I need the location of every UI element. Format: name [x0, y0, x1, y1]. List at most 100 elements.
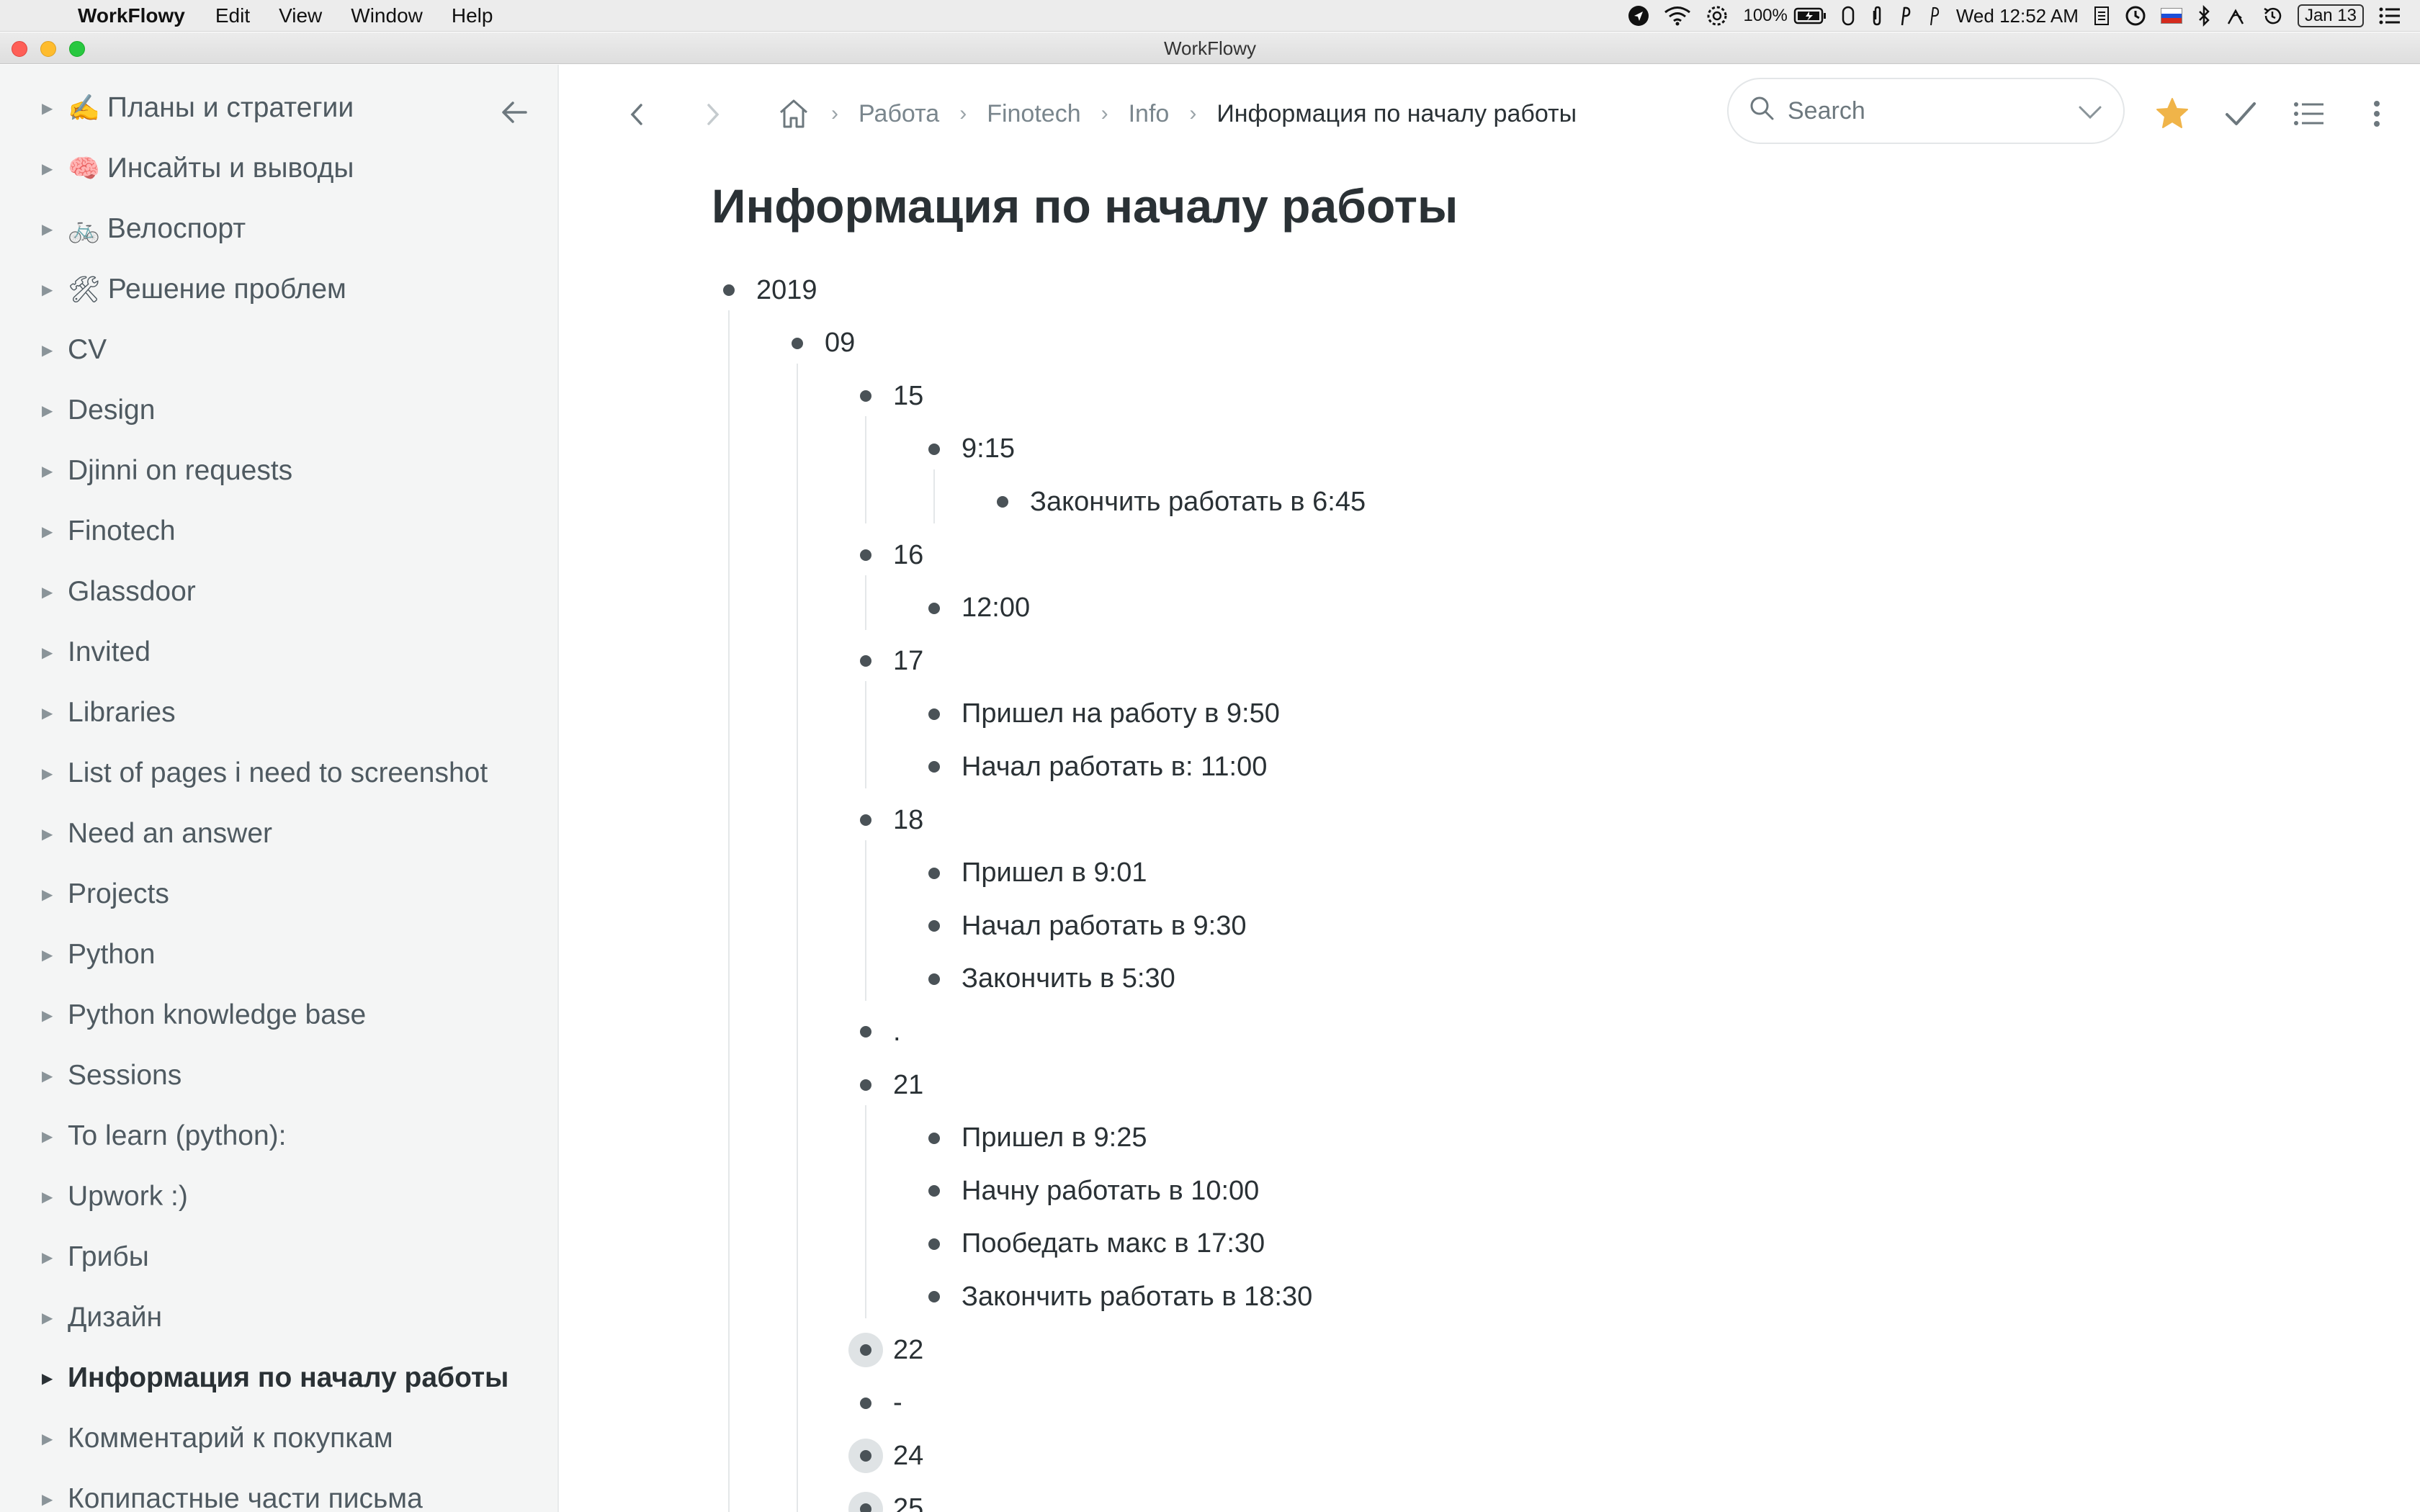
- outline-item[interactable]: Пришел в 9:01: [962, 858, 1147, 888]
- sidebar-item[interactable]: ▶Invited: [0, 631, 547, 674]
- outline-item[interactable]: 16: [893, 539, 924, 570]
- sidebar-item[interactable]: ▶Python knowledge base: [0, 994, 547, 1037]
- expand-triangle-icon[interactable]: ▶: [42, 1007, 53, 1024]
- expand-triangle-icon[interactable]: ▶: [42, 1068, 53, 1084]
- notes-icon[interactable]: [2093, 5, 2110, 27]
- expand-triangle-icon[interactable]: ▶: [42, 402, 53, 419]
- expand-triangle-icon[interactable]: ▶: [42, 886, 53, 903]
- clock-text[interactable]: Wed 12:52 AM: [1955, 4, 2079, 27]
- outline-item[interactable]: Закончить в 5:30: [962, 963, 1175, 994]
- outline-item[interactable]: Закончить работать в 6:45: [1030, 486, 1366, 517]
- outline-item[interactable]: Закончить работать в 18:30: [962, 1281, 1313, 1312]
- expand-triangle-icon[interactable]: ▶: [42, 1310, 53, 1326]
- sidebar-item[interactable]: ▶Design: [0, 389, 547, 432]
- mouse-icon[interactable]: [1841, 5, 1855, 27]
- bluetooth-icon[interactable]: [2197, 5, 2211, 27]
- outline-item[interactable]: 9:15: [962, 433, 1015, 464]
- expand-triangle-icon[interactable]: ▶: [42, 221, 53, 238]
- sidebar-item[interactable]: ▶Грибы: [0, 1236, 547, 1279]
- forward-chevron-icon[interactable]: [694, 96, 730, 132]
- sidebar-item[interactable]: ▶Djinni on requests: [0, 449, 547, 492]
- chevron-down-icon[interactable]: [2076, 98, 2105, 133]
- expand-triangle-icon[interactable]: ▶: [42, 1189, 53, 1205]
- battery-icon[interactable]: [1793, 7, 1827, 24]
- more-options-icon[interactable]: [2357, 94, 2397, 134]
- collapsed-bullet-icon[interactable]: [846, 1330, 886, 1370]
- expand-triangle-icon[interactable]: ▶: [42, 523, 53, 540]
- sidebar-item[interactable]: ▶Копипастные части письма: [0, 1477, 547, 1512]
- bullet-icon[interactable]: [777, 323, 817, 364]
- outline-item[interactable]: Пришел в 9:25: [962, 1122, 1147, 1153]
- bullet-icon[interactable]: [846, 376, 886, 416]
- checkmark-icon[interactable]: [2220, 94, 2261, 134]
- bullet-icon[interactable]: [982, 482, 1023, 522]
- location-arrow-icon[interactable]: [1628, 5, 1649, 27]
- sidebar-item[interactable]: ▶🧠Инсайты и выводы: [0, 147, 547, 190]
- sidebar-item[interactable]: ▶Комментарий к покупкам: [0, 1417, 547, 1460]
- window-close-button[interactable]: [12, 41, 27, 57]
- search-box[interactable]: Search: [1727, 78, 2125, 144]
- bullet-icon[interactable]: [914, 959, 954, 999]
- sidebar-item[interactable]: ▶🚲Велоспорт: [0, 207, 547, 251]
- bullet-icon[interactable]: [914, 853, 954, 894]
- expand-triangle-icon[interactable]: ▶: [42, 161, 53, 177]
- bullet-icon[interactable]: [914, 1118, 954, 1158]
- window-title-bar[interactable]: WorkFlowy: [0, 32, 2420, 64]
- bullet-icon[interactable]: [914, 1171, 954, 1211]
- sidebar-item[interactable]: ▶To learn (python):: [0, 1115, 547, 1158]
- bullet-icon[interactable]: [709, 270, 749, 310]
- sidebar-item[interactable]: ▶Projects: [0, 873, 547, 916]
- expand-triangle-icon[interactable]: ▶: [42, 342, 53, 359]
- sidebar-item[interactable]: ▶✍️Планы и стратегии: [0, 86, 547, 130]
- sidebar-item[interactable]: ▶Libraries: [0, 691, 547, 734]
- outline-item[interactable]: 15: [893, 380, 924, 411]
- expand-triangle-icon[interactable]: ▶: [42, 947, 53, 963]
- time-machine-icon[interactable]: [2262, 5, 2283, 27]
- pen-p2-icon[interactable]: [1927, 5, 1942, 27]
- expand-triangle-icon[interactable]: ▶: [42, 1431, 53, 1447]
- outline-item[interactable]: .: [893, 1016, 901, 1047]
- menu-view[interactable]: View: [279, 4, 323, 27]
- outline-item[interactable]: 18: [893, 804, 924, 835]
- outline-item[interactable]: 17: [893, 645, 924, 676]
- expand-triangle-icon[interactable]: ▶: [42, 1249, 53, 1266]
- outline-item[interactable]: 12:00: [962, 593, 1031, 624]
- sidebar-item[interactable]: ▶Python: [0, 933, 547, 976]
- sidebar-item[interactable]: ▶Дизайн: [0, 1296, 547, 1339]
- breadcrumb-item-finotech[interactable]: Finotech: [987, 99, 1081, 127]
- expand-triangle-icon[interactable]: ▶: [42, 282, 53, 298]
- expand-triangle-icon[interactable]: ▶: [42, 100, 53, 117]
- search-input[interactable]: Search: [1788, 96, 1865, 125]
- notification-center-icon[interactable]: [2378, 6, 2401, 26]
- outline-item[interactable]: -: [893, 1387, 902, 1418]
- bullet-icon[interactable]: [914, 1224, 954, 1264]
- breadcrumb-item-rabota[interactable]: Работа: [859, 99, 940, 127]
- sidebar-item[interactable]: ▶Информация по началу работы: [0, 1356, 547, 1400]
- sidebar-item[interactable]: ▶List of pages i need to screenshot: [0, 752, 547, 795]
- bullet-icon[interactable]: [914, 588, 954, 629]
- bullet-icon[interactable]: [914, 429, 954, 469]
- bullet-icon[interactable]: [846, 535, 886, 575]
- sidebar-item[interactable]: ▶Sessions: [0, 1054, 547, 1097]
- star-icon[interactable]: [2152, 94, 2192, 134]
- vpn-gear-icon[interactable]: [1706, 4, 1729, 27]
- sidebar-item[interactable]: ▶🛠Решение проблем: [0, 268, 547, 311]
- menu-help[interactable]: Help: [451, 4, 493, 27]
- bullet-icon[interactable]: [914, 906, 954, 946]
- bullet-icon[interactable]: [846, 1065, 886, 1105]
- timer-icon[interactable]: [2125, 5, 2146, 27]
- wifi-icon[interactable]: [1664, 6, 1691, 26]
- bullet-icon[interactable]: [914, 694, 954, 734]
- list-view-icon[interactable]: [2289, 94, 2329, 134]
- expand-triangle-icon[interactable]: ▶: [42, 826, 53, 842]
- page-title[interactable]: Информация по началу работы: [712, 179, 1458, 233]
- outline-item[interactable]: 21: [893, 1069, 924, 1100]
- menu-edit[interactable]: Edit: [215, 4, 251, 27]
- sidebar-item[interactable]: ▶Finotech: [0, 510, 547, 553]
- back-chevron-icon[interactable]: [619, 96, 655, 132]
- menu-window[interactable]: Window: [351, 4, 423, 27]
- window-zoom-button[interactable]: [69, 41, 85, 57]
- breadcrumb-item-info[interactable]: Info: [1128, 99, 1170, 127]
- keyboard-flag-icon[interactable]: [2160, 8, 2182, 24]
- home-icon[interactable]: [776, 96, 811, 131]
